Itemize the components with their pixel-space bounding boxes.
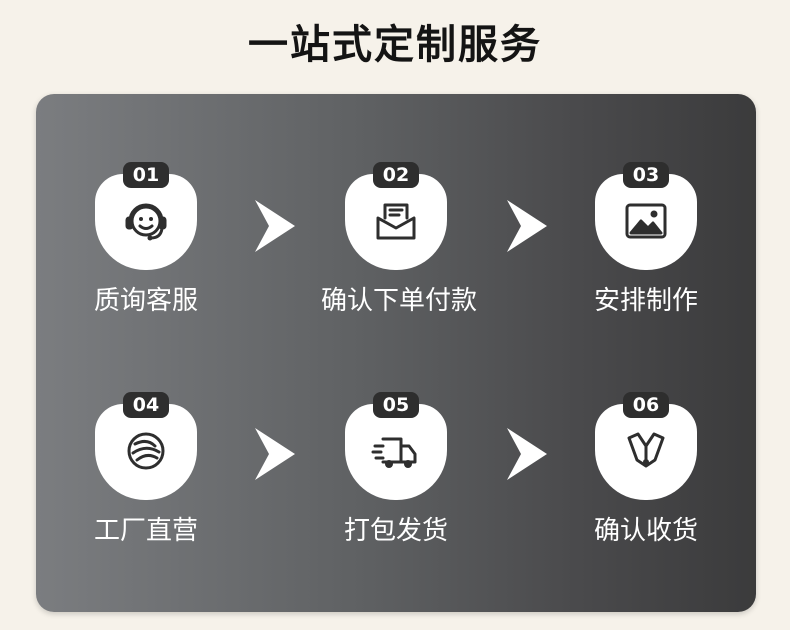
step-3: 03 安排制作: [571, 162, 721, 318]
step-number: 06: [623, 392, 669, 418]
step-label: 工厂直营: [93, 516, 198, 546]
step-card: 04: [95, 392, 197, 500]
chevron-right-icon: [255, 200, 295, 252]
mail-icon: [376, 203, 416, 240]
truck-icon: [371, 437, 417, 468]
step-4: 04 工厂直营: [71, 392, 221, 548]
step-number: 04: [123, 392, 169, 418]
step-label: 安排制作: [593, 286, 698, 316]
step-2: 02 确认下单付款: [321, 162, 478, 318]
step-5: 05 打包发货: [321, 392, 471, 548]
step-card: 02: [345, 162, 447, 270]
step-card: 01: [95, 162, 197, 270]
step-6: 06 确认收货: [571, 392, 721, 548]
step-number: 01: [123, 162, 169, 188]
headset-icon: [125, 203, 167, 241]
step-card: 06: [595, 392, 697, 500]
page-title: 一站式定制服务: [248, 22, 542, 68]
step-number: 02: [373, 162, 419, 188]
step-card: 05: [345, 392, 447, 500]
step-label: 确认收货: [593, 516, 698, 546]
step-number: 05: [373, 392, 419, 418]
image-icon: [625, 203, 667, 239]
service-panel: 01 质询客服 02: [36, 94, 756, 612]
step-number: 03: [623, 162, 669, 188]
step-label: 打包发货: [343, 516, 448, 546]
package-icon: [627, 432, 665, 468]
step-label: 质询客服: [93, 286, 198, 316]
step-card: 03: [595, 162, 697, 270]
chevron-right-icon: [507, 200, 547, 252]
chevron-right-icon: [255, 428, 295, 480]
step-1: 01 质询客服: [71, 162, 221, 318]
chevron-right-icon: [507, 428, 547, 480]
step-label: 确认下单付款: [321, 286, 478, 316]
factory-logo-icon: [127, 432, 165, 470]
